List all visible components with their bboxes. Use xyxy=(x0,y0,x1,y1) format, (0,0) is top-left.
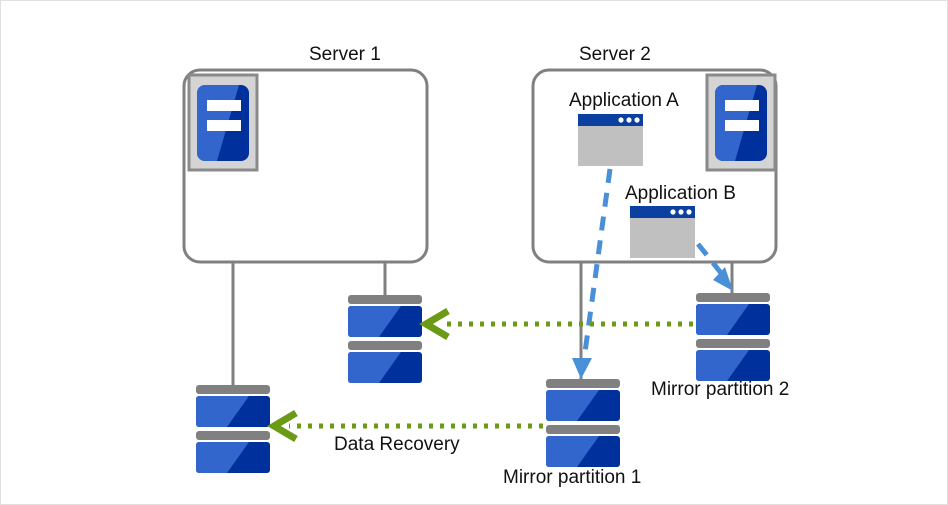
server-icon-bar-1 xyxy=(725,100,759,111)
disk-stack-icon-2 xyxy=(196,385,270,473)
disk-stack-icon-mirror-partition-2 xyxy=(696,293,770,381)
server-2-title: Server 2 xyxy=(579,44,651,65)
app-window-icon-application-b xyxy=(630,206,695,258)
flow-arrow-appa-to-mirror1 xyxy=(572,168,613,379)
application-a-label: Application A xyxy=(569,90,679,111)
disk-stack-icon-1 xyxy=(348,295,422,383)
disk-stack-icon-mirror-partition-1 xyxy=(546,379,620,467)
application-b-label: Application B xyxy=(625,183,736,204)
server-icon-bar-2 xyxy=(207,120,241,131)
mirror-partition-2-label: Mirror partition 2 xyxy=(651,379,790,400)
mirror-partition-1-label: Mirror partition 1 xyxy=(503,467,642,488)
server-1-connectors xyxy=(231,262,387,387)
app-window-icon-application-a xyxy=(578,114,643,166)
flow-arrow-mirror1-to-disk2-data-recovery xyxy=(267,409,543,443)
server-1-title: Server 1 xyxy=(309,44,381,65)
server-icon-bar-1 xyxy=(207,100,241,111)
flow-arrow-appb-to-mirror2 xyxy=(696,242,733,291)
server-icon-bar-2 xyxy=(725,120,759,131)
flow-arrow-mirror2-to-disk1 xyxy=(419,307,693,341)
server-1-enclosure xyxy=(182,68,429,264)
data-recovery-label: Data Recovery xyxy=(334,434,460,455)
